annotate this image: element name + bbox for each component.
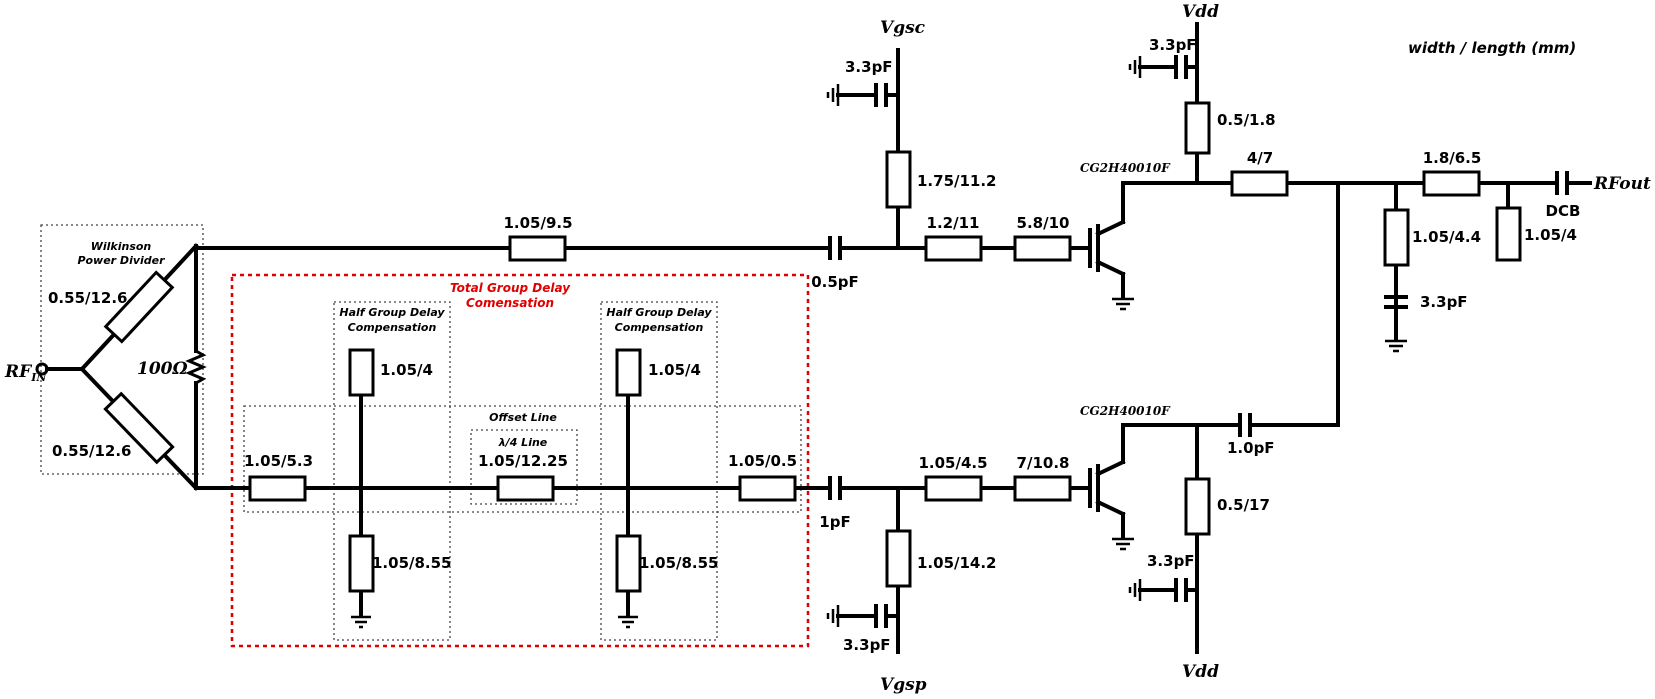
carrier-device-label: CG2H40010F xyxy=(1080,161,1171,175)
offset-in-line-label: 1.05/5.3 xyxy=(244,452,313,470)
total-delay-label-2: Comensation xyxy=(466,296,554,310)
units-note: width / length (mm) xyxy=(1408,39,1576,57)
carrier-match2-label: 5.8/10 xyxy=(1017,214,1070,232)
offset-line-box xyxy=(243,405,802,513)
peaking-gate-bias-line xyxy=(885,529,912,588)
left-stub-ground-icon xyxy=(351,615,371,629)
quarter-wave-label: λ/4 Line xyxy=(498,436,548,449)
right-stub-top-label: 1.05/4 xyxy=(648,361,701,379)
half-delay-left-box xyxy=(333,301,451,641)
carrier-gate-cap-label: 3.3pF xyxy=(845,58,893,76)
vgsc-label: Vgsc xyxy=(880,18,926,38)
peaking-output-path xyxy=(1088,413,1340,654)
half-delay-left-label-2: Compensation xyxy=(348,321,437,334)
offset-in-line xyxy=(248,475,307,502)
right-stub-top xyxy=(615,348,642,397)
wilkinson-title-2: Power Divider xyxy=(77,254,165,267)
peaking-drain-bias-line-label: 0.5/17 xyxy=(1217,496,1270,514)
carrier-gate-ground-icon xyxy=(826,84,840,106)
carrier-match1-label: 1.2/11 xyxy=(927,214,980,232)
peaking-input-path xyxy=(194,348,1092,654)
peaking-match1-label: 1.05/4.5 xyxy=(918,454,987,472)
carrier-output-line-label: 4/7 xyxy=(1247,149,1273,167)
carrier-path xyxy=(194,22,1340,311)
output-series-line xyxy=(1422,170,1481,197)
wilkinson-box xyxy=(40,224,204,475)
peaking-drain-bias-line xyxy=(1184,477,1211,536)
isolation-resistor-icon xyxy=(185,349,207,385)
wilkinson-title-1: Wilkinson xyxy=(91,240,152,253)
output-ground-icon xyxy=(1385,339,1407,353)
half-delay-right-label-1: Half Group Delay xyxy=(606,306,712,319)
peaking-gate-ground-icon xyxy=(826,605,840,627)
right-stub-bottom xyxy=(615,534,642,593)
carrier-match2 xyxy=(1013,235,1072,262)
wilkinson-arm-bottom-label: 0.55/12.6 xyxy=(52,442,132,460)
carrier-match1 xyxy=(924,235,983,262)
peaking-match1 xyxy=(924,475,983,502)
peaking-dc-block-label: 1pF xyxy=(819,513,850,531)
carrier-transistor-icon xyxy=(1088,181,1134,311)
peaking-match2-label: 7/10.8 xyxy=(1017,454,1070,472)
peaking-gate-bias-line-label: 1.05/14.2 xyxy=(917,554,997,572)
wilkinson-arm-top-label: 0.55/12.6 xyxy=(48,289,128,307)
carrier-drain-ground-icon xyxy=(1128,56,1142,78)
vgsp-label: Vgsp xyxy=(880,675,927,695)
peaking-drain-cap-label: 3.3pF xyxy=(1147,552,1195,570)
total-delay-label-1: Total Group Delay xyxy=(450,281,571,295)
vdd-top-label: Vdd xyxy=(1182,2,1219,22)
carrier-drain-bias-line-label: 0.5/1.8 xyxy=(1217,111,1276,129)
output-stub-label: 1.05/4 xyxy=(1524,226,1577,244)
peaking-device-label: CG2H40010F xyxy=(1080,404,1171,418)
offset-out-line-label: 1.05/0.5 xyxy=(728,452,797,470)
output-dcb-label: DCB xyxy=(1546,202,1581,220)
vdd-bottom-label: Vdd xyxy=(1182,662,1219,682)
half-delay-right-label-2: Compensation xyxy=(615,321,704,334)
carrier-drain-cap-label: 3.3pF xyxy=(1149,36,1197,54)
output-network xyxy=(1336,170,1592,427)
left-stub-bottom-label: 1.05/8.55 xyxy=(372,554,452,572)
isolation-resistor-label: 100Ω xyxy=(137,359,188,379)
offset-out-line xyxy=(738,475,797,502)
quarter-wave-line xyxy=(496,475,555,502)
wilkinson-arm-top xyxy=(103,270,175,344)
peaking-output-cap-label: 1.0pF xyxy=(1227,439,1275,457)
peaking-match2 xyxy=(1013,475,1072,502)
carrier-output-line xyxy=(1230,170,1289,197)
output-series-line-label: 1.8/6.5 xyxy=(1423,149,1482,167)
output-shunt-line-label: 1.05/4.4 xyxy=(1412,228,1481,246)
wilkinson-arm-bottom xyxy=(103,391,175,465)
carrier-input-line-label: 1.05/9.5 xyxy=(503,214,572,232)
left-stub-top-label: 1.05/4 xyxy=(380,361,433,379)
carrier-input-line xyxy=(508,235,567,262)
quarter-wave-line-label: 1.05/12.25 xyxy=(478,452,568,470)
rf-in-label: RFIN xyxy=(4,362,47,384)
right-stub-ground-icon xyxy=(618,615,638,629)
carrier-dc-block-label: 0.5pF xyxy=(811,273,859,291)
output-shunt-cap-label: 3.3pF xyxy=(1420,293,1468,311)
left-stub-top xyxy=(348,348,375,397)
carrier-drain-bias-line xyxy=(1184,101,1211,155)
carrier-gate-bias-line-label: 1.75/11.2 xyxy=(917,172,997,190)
half-delay-right-box xyxy=(600,301,718,641)
carrier-gate-bias-line xyxy=(885,150,912,209)
offset-line-label: Offset Line xyxy=(489,411,557,424)
wilkinson-divider xyxy=(35,243,207,491)
rf-out-label: RFout xyxy=(1593,174,1651,194)
peaking-gate-cap-label: 3.3pF xyxy=(843,636,891,654)
left-stub-bottom xyxy=(348,534,375,593)
peaking-drain-ground-icon xyxy=(1128,579,1142,601)
output-shunt-line xyxy=(1383,208,1410,267)
output-stub xyxy=(1495,206,1522,262)
total-delay-box xyxy=(230,273,810,648)
peaking-transistor-icon xyxy=(1088,423,1134,551)
half-delay-left-label-1: Half Group Delay xyxy=(339,306,445,319)
right-stub-bottom-label: 1.05/8.55 xyxy=(639,554,719,572)
